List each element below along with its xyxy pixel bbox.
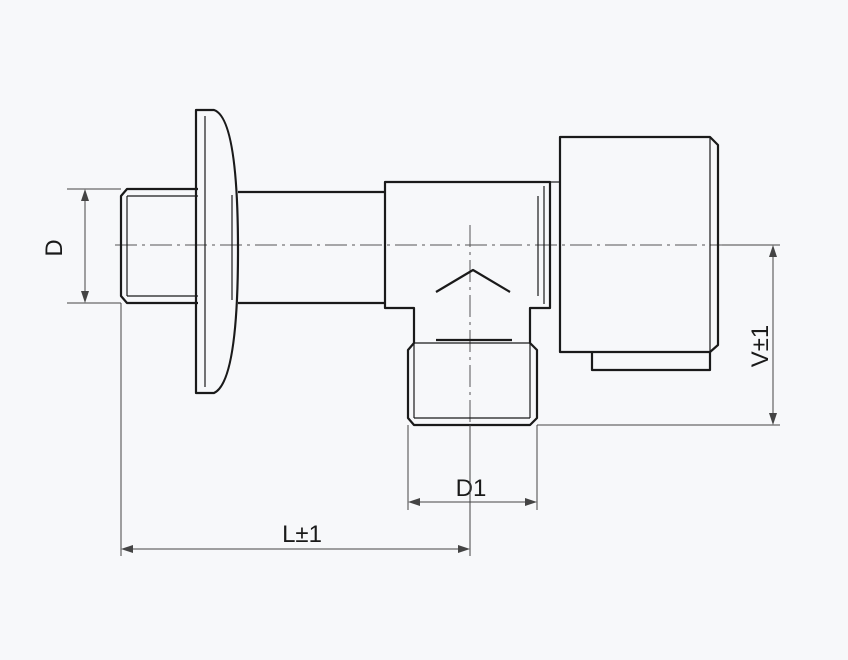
dimension-v: V±1 [537, 244, 780, 426]
valve-handle [558, 135, 720, 372]
dimension-d: D [41, 188, 121, 304]
dimension-l-label: L±1 [282, 521, 322, 548]
dimension-d1: D1 [407, 425, 538, 510]
wall-flange [194, 108, 240, 395]
dimension-d1-label: D1 [456, 475, 487, 502]
connecting-pipe [238, 190, 385, 305]
dimension-l: L±1 [120, 303, 471, 556]
dimension-d-label: D [41, 239, 68, 256]
flow-arrow-icon [435, 268, 511, 293]
valve-body [383, 180, 560, 427]
inlet-thread [119, 187, 198, 305]
dimension-v-label: V±1 [747, 325, 774, 368]
